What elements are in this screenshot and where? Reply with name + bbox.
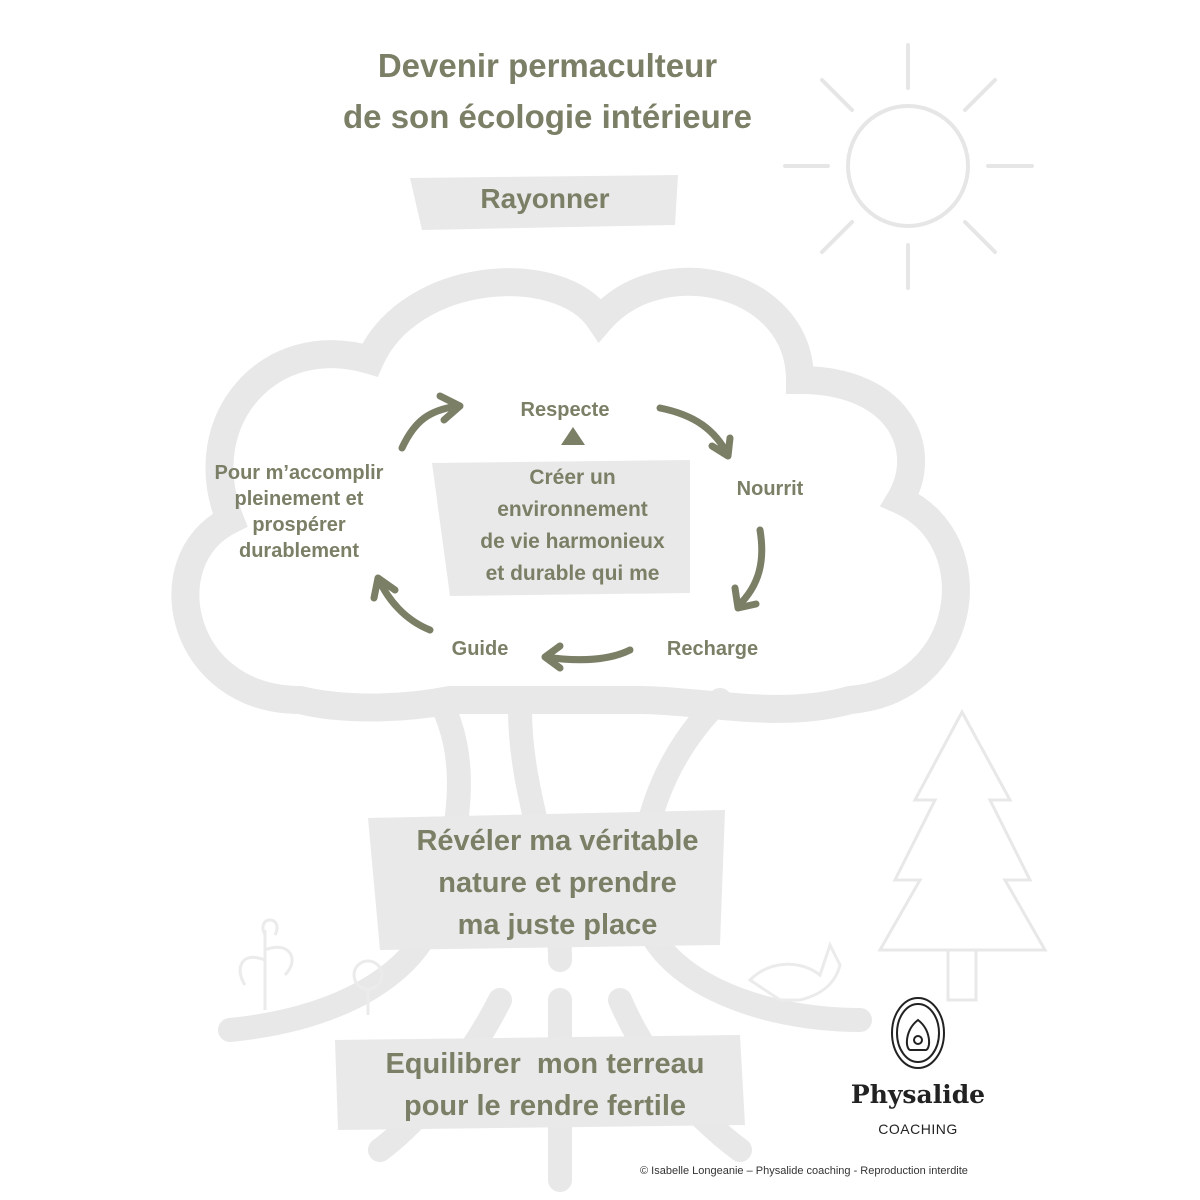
cycle-recharge: Recharge	[666, 638, 759, 660]
cycle-purpose: Pour m’accomplir pleinement et prospérer…	[214, 462, 384, 562]
roots-label: Equilibrer mon terreau pour le rendre fe…	[385, 1048, 705, 1122]
fir-tree-icon	[877, 708, 1048, 1002]
label-rayonner: Rayonner	[480, 183, 610, 214]
cycle-arrows	[370, 392, 766, 672]
page-title: Devenir permaculteur de son écologie int…	[343, 47, 752, 135]
cycle-respecte: Respecte	[520, 399, 610, 421]
copyright: © Isabelle Longeanie – Physalide coachin…	[640, 1165, 968, 1177]
label-backgrounds	[335, 175, 745, 1130]
logo-subtitle: COACHING	[878, 1121, 958, 1137]
cycle-nourrit: Nourrit	[736, 478, 804, 500]
tree-crown	[171, 267, 970, 723]
cycle-guide: Guide	[451, 638, 509, 660]
cycle-center: Créer un environnement de vie harmonieux…	[480, 466, 665, 585]
sun-icon	[783, 43, 1034, 290]
plant-icon	[238, 918, 384, 1015]
fox-icon	[747, 941, 842, 1002]
physalide-logo	[891, 997, 945, 1069]
logo-name: Physalide	[850, 1080, 986, 1109]
triangle-icon	[561, 427, 585, 445]
trunk-label: Révéler ma véritable nature et prendre m…	[416, 825, 699, 941]
